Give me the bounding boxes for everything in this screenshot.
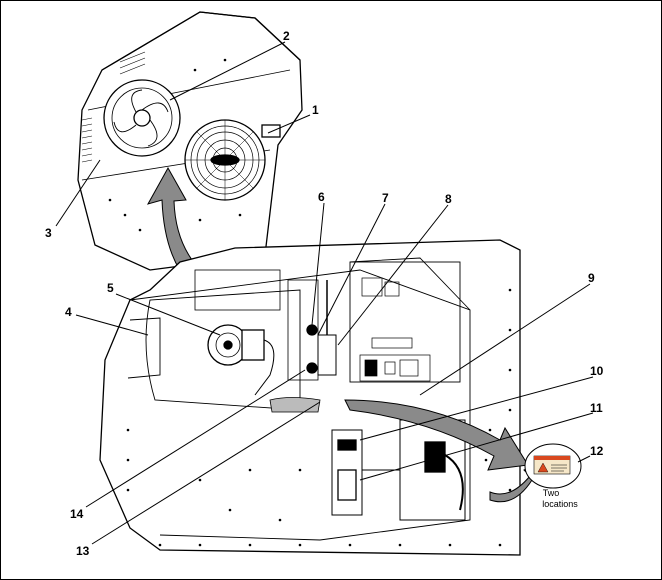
callout-5: 5 (107, 281, 114, 295)
callout-12: 12 (590, 444, 604, 458)
callout-10: 10 (590, 364, 604, 378)
callout-14: 14 (70, 507, 84, 521)
callout-8: 8 (445, 192, 452, 206)
filter-drier (317, 334, 337, 376)
unit-body (99, 239, 521, 556)
rear-fan-icon (103, 79, 181, 157)
valve-bank (287, 279, 319, 381)
callout-1: 1 (312, 103, 319, 117)
bracket (261, 124, 281, 138)
electrical-components (359, 277, 431, 382)
callout-numbers: 1 2 3 4 5 6 7 8 9 10 11 12 14 13 (45, 29, 604, 558)
control-box (349, 261, 461, 383)
note-line-2: locations (542, 499, 578, 509)
motor-icon (207, 324, 275, 396)
callout-7: 7 (382, 191, 389, 205)
direction-arrow-right (344, 399, 529, 471)
valve-6-icon (306, 324, 318, 336)
callout-6: 6 (318, 190, 325, 204)
valve-14-icon (306, 362, 318, 374)
fan-inset (77, 11, 303, 271)
front-fan-icon (184, 119, 266, 201)
callout-11: 11 (590, 401, 603, 415)
callout-3: 3 (45, 226, 52, 240)
warning-label-callout (524, 443, 582, 489)
coil-grille (269, 397, 321, 413)
leader-lines (55, 41, 594, 545)
vent-grille (81, 51, 146, 163)
lower-components (331, 419, 466, 521)
note-line-1: Two (543, 488, 560, 498)
callout-9: 9 (588, 271, 595, 285)
callout-2: 2 (283, 29, 290, 43)
callout-4: 4 (65, 305, 72, 319)
callout-13: 13 (76, 544, 90, 558)
